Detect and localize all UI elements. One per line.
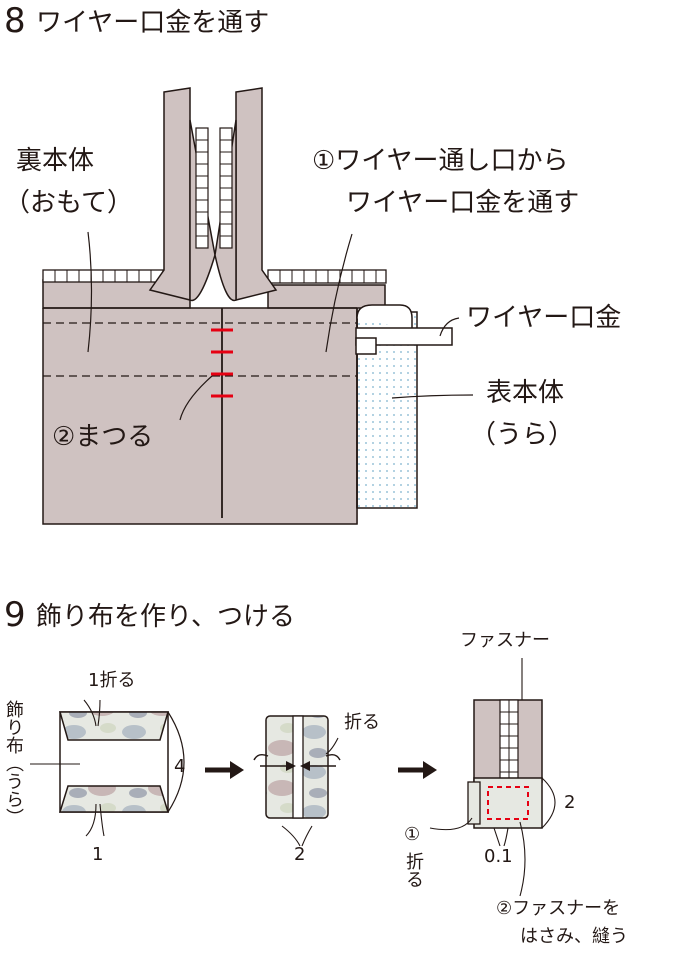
omote-body-label: 表本体	[486, 378, 565, 408]
step9-number: 9	[4, 595, 26, 635]
step8-number: 8	[4, 1, 26, 41]
dimension-0-1: 0.1	[484, 846, 513, 867]
zipper-label: ファスナー	[460, 630, 550, 651]
ura-body-sublabel-text: （おもて）	[4, 188, 133, 218]
decor-cloth-flat	[30, 699, 185, 837]
ura-body-label: 裏本体	[16, 146, 95, 176]
decor-cloth-label: 飾り布（うら）	[3, 700, 24, 826]
fold-1-label: 1折る	[88, 670, 136, 691]
sew-instruction-line2: はさみ、縫う	[520, 926, 628, 947]
dimension-2a: 2	[294, 844, 306, 865]
step9-title: 飾り布を作り、つける	[36, 602, 295, 632]
fold-step-marker: ①	[404, 824, 421, 845]
ura-body	[42, 87, 474, 525]
dimension-2b: 2	[564, 792, 576, 813]
sew-instruction-line1: ②ファスナーを	[496, 898, 621, 919]
wire-clasp-label: ワイヤー口金	[466, 303, 622, 333]
instruction-1-line2: ワイヤー口金を通す	[346, 188, 580, 218]
instruction-1-line1: ①ワイヤー通し口から	[312, 146, 569, 176]
zipper-end-assembly	[429, 658, 556, 897]
matsuru-label: ②まつる	[52, 422, 154, 452]
step8-title: ワイヤー口金を通す	[36, 8, 270, 38]
fold-label: 折る	[344, 712, 380, 733]
dimension-4: 4	[174, 756, 186, 777]
omote-body-sublabel: （うら）	[470, 420, 575, 450]
decor-cloth-folded	[253, 715, 341, 847]
dimension-1: 1	[92, 844, 104, 865]
fold-step-label: 折る	[403, 852, 424, 888]
